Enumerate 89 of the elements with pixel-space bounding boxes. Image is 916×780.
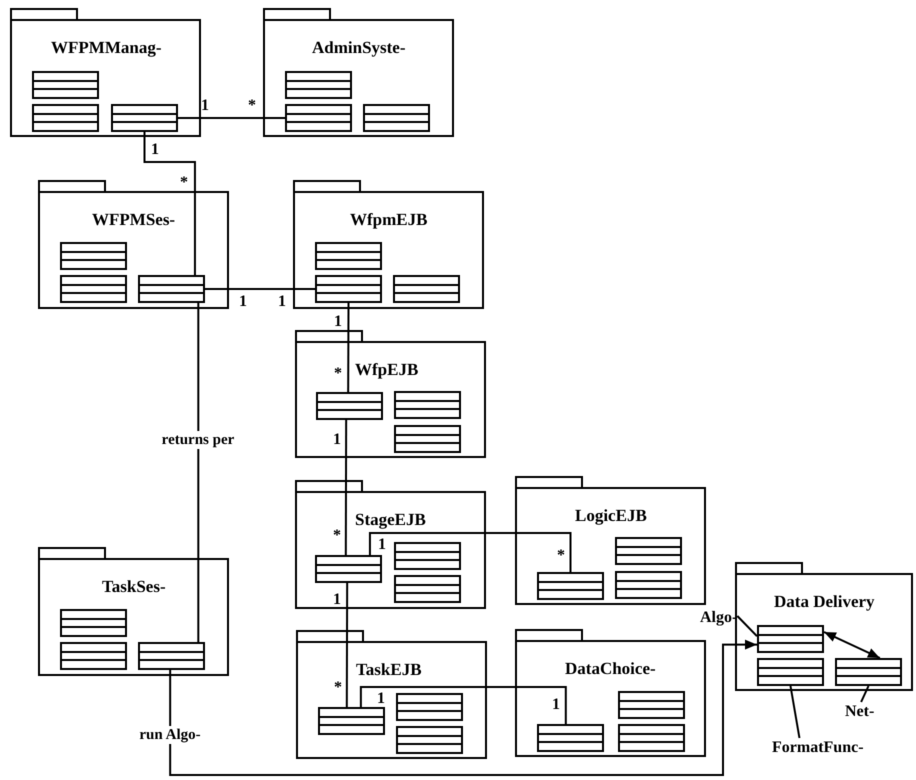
multiplicity-label: 1 [377,691,385,707]
association-line [205,288,315,290]
package-frame [293,180,484,309]
multiplicity-label: 1 [552,697,560,713]
multiplicity-label: 1 [378,537,386,553]
class-box [318,707,385,735]
class-box [618,691,685,719]
association-line [344,420,348,555]
class-box [757,625,824,653]
class-box [285,71,352,99]
class-box [393,275,460,303]
multiplicity-label: * [333,528,341,544]
class-box [60,242,127,270]
class-box [394,575,461,603]
class-box [363,104,430,132]
package-title: TaskSes- [102,577,166,597]
package-title: LogicEJB [575,506,647,526]
package-frame [295,330,486,458]
association-line [144,132,196,275]
association-line [347,303,350,392]
class-box [138,642,205,670]
package-frame [515,476,706,605]
edge-label: run Algo- [137,726,203,744]
package-title: DataChoice- [565,659,656,679]
package-frame [515,629,706,757]
package-frame [10,8,201,137]
multiplicity-label: 1 [333,592,341,608]
package-frame [38,547,229,676]
package-title: WFPMManag- [51,38,162,58]
class-box [615,571,682,599]
multiplicity-label: * [248,98,256,114]
class-box [316,392,383,420]
association-line [178,117,285,119]
class-box [111,104,178,132]
class-box [60,642,127,670]
package-title: WfpEJB [355,360,418,380]
package-title: AdminSyste- [312,38,406,58]
class-box [757,658,824,686]
class-box [537,724,604,752]
class-box [315,242,382,270]
edge-label: returns per [160,431,236,449]
multiplicity-label: * [180,175,188,191]
class-box [835,658,902,686]
package-title: WfpmEJB [350,210,428,230]
package-frame [296,630,487,759]
class-box [537,572,604,600]
multiplicity-label: 1 [278,294,286,310]
association-line [197,303,200,642]
arrow [824,631,880,659]
class-box [396,693,463,721]
package-frame [295,480,486,609]
class-box [32,71,99,99]
multiplicity-label: * [334,366,342,382]
association-line [346,583,348,707]
leader-line [790,686,800,738]
class-box [138,275,205,303]
callout-label: FormatFunc- [772,738,864,758]
multiplicity-label: 1 [239,294,247,310]
class-box [394,542,461,570]
multiplicity-label: 1 [201,98,209,114]
class-box [285,104,352,132]
class-box [394,391,461,419]
class-box [315,275,382,303]
arrow [169,640,757,776]
class-box [615,537,682,565]
class-box [315,555,382,583]
multiplicity-label: 1 [333,432,341,448]
package-title: Data Delivery [774,592,875,612]
class-box [32,104,99,132]
class-box [618,724,685,752]
leader-line [736,615,758,637]
multiplicity-label: 1 [334,314,342,330]
package-frame [735,562,913,691]
package-title: WFPMSes- [92,210,176,230]
association-line [368,532,572,572]
class-box [396,726,463,754]
class-box [394,425,461,453]
class-box [60,275,127,303]
multiplicity-label: * [557,548,565,564]
callout-label: Algo- [700,608,738,628]
association-line [360,686,567,724]
package-frame [263,8,454,137]
multiplicity-label: * [334,680,342,696]
package-title: StageEJB [355,510,426,530]
package-title: TaskEJB [356,660,422,680]
class-box [60,609,127,637]
callout-label: Net- [845,702,874,722]
leader-line [860,686,870,702]
multiplicity-label: 1 [151,142,159,158]
